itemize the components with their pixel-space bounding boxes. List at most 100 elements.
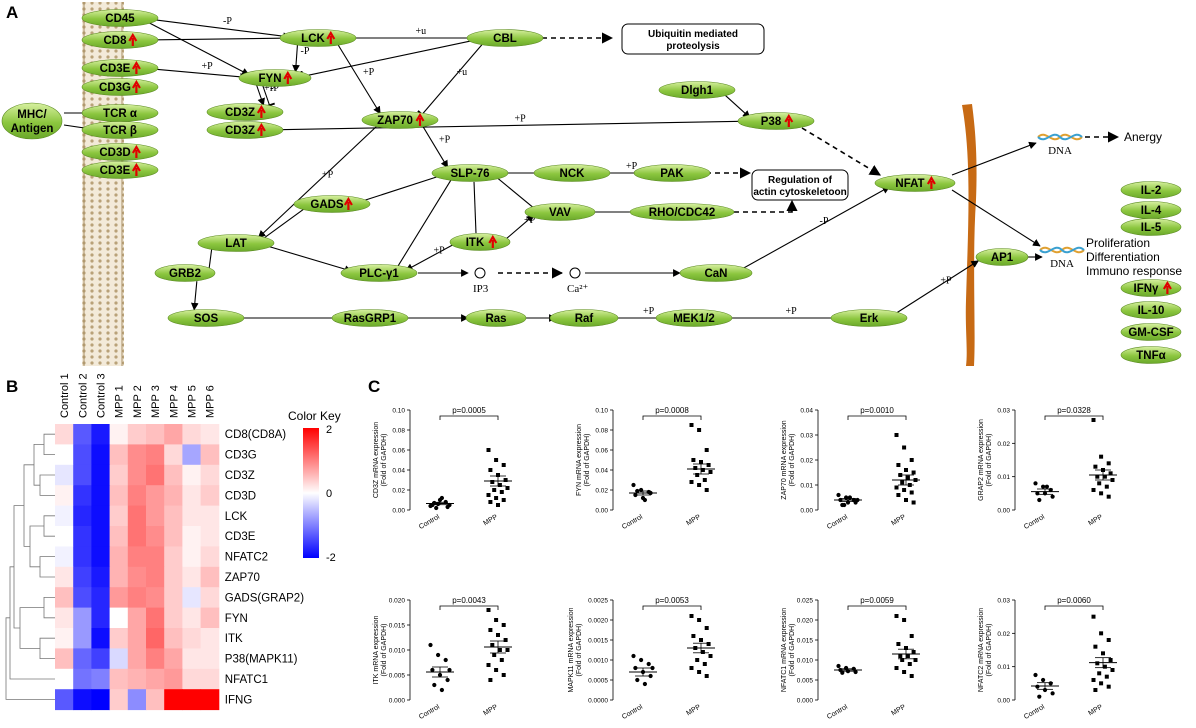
heatmap-cell [182, 689, 202, 711]
heatmap-col-label: MPP 4 [168, 385, 180, 418]
data-point [689, 480, 694, 484]
up-arrow-icon [131, 79, 141, 93]
data-point [631, 482, 636, 488]
node-label: CD3E [100, 165, 131, 177]
data-point [1041, 484, 1046, 489]
data-point [847, 495, 853, 500]
node-shape [466, 29, 544, 47]
significance-bracket [439, 605, 499, 610]
heatmap-cell [55, 546, 74, 568]
x-category-label: MPP [482, 704, 499, 718]
x-category-label: Control [621, 513, 644, 531]
data-point [1091, 614, 1096, 619]
node-shape [431, 164, 509, 182]
data-point [911, 470, 916, 475]
data-point [501, 463, 506, 467]
edge-fyn-cd3z1 [255, 84, 265, 106]
heatmap-cell [182, 566, 202, 588]
heatmap-cell [146, 628, 165, 649]
heatmap-cell [127, 689, 147, 711]
data-point [896, 463, 901, 467]
y-tick-label: 0.015 [797, 638, 814, 645]
x-category-label: MPP [482, 514, 499, 528]
edge-can-nfat [741, 186, 891, 270]
data-point [1106, 494, 1111, 499]
data-point [488, 628, 493, 632]
node-label: Erk [860, 313, 879, 325]
up-arrow-icon [131, 144, 141, 158]
y-axis-label: MAPK11 mRNA expression(Fold of GAPDH) [568, 607, 583, 692]
heatmap-cell [91, 485, 111, 507]
node-shape [1120, 301, 1182, 319]
node-zap70: ZAP70 [361, 111, 439, 129]
node-tnfa: TNFα [1120, 346, 1182, 364]
heatmap-col-label: MPP 1 [114, 385, 126, 418]
outcome-anergy: Anergy [1124, 130, 1162, 144]
data-point [445, 677, 450, 683]
p-value: p=0.0053 [655, 596, 689, 605]
heatmap-cell [164, 485, 183, 507]
node-label: CD3D [99, 147, 130, 159]
data-point [900, 658, 905, 662]
edge-cd3e1-fyn [147, 68, 248, 81]
up-arrow-icon [415, 112, 425, 126]
up-arrow-icon [343, 196, 353, 210]
data-point [488, 678, 493, 682]
data-point [486, 448, 491, 452]
edge-lat-plcg1 [263, 244, 353, 273]
node-shape [549, 309, 619, 327]
cell-membrane [82, 2, 124, 366]
svg-text:actin cytoskeletoon: actin cytoskeletoon [753, 187, 846, 198]
heatmap-col-label: Control 2 [77, 373, 89, 418]
node-shape [81, 78, 159, 96]
data-point [894, 666, 899, 670]
heatmap-row-label: NFATC2 [225, 552, 268, 564]
node-label: CD3G [99, 82, 131, 94]
node-erk: Erk [830, 309, 908, 327]
data-point [494, 618, 499, 622]
data-point [488, 500, 493, 504]
x-category-label: MPP [685, 704, 702, 718]
heatmap-cell [164, 526, 183, 547]
data-point [1104, 484, 1109, 489]
node-shape [449, 233, 511, 251]
node-pak: PAK [633, 164, 711, 182]
heatmap-cell [127, 424, 147, 445]
node-cd3z2: CD3Z [206, 121, 284, 139]
node-cbl: CBL [466, 29, 544, 47]
heatmap-row-label: NFATC1 [225, 674, 268, 686]
heatmap-cell [164, 444, 183, 466]
ip3-label: IP3 [473, 283, 489, 295]
edge-label: -P [820, 216, 829, 227]
heatmap-cell [182, 648, 202, 670]
edge-rho-actin [734, 199, 798, 213]
heatmap-cell [127, 464, 147, 486]
y-tick-label: 0.01 [997, 474, 1010, 481]
data-point [501, 623, 506, 627]
heatmap-cell [200, 689, 220, 711]
heatmap-cell [91, 424, 111, 445]
node-label: LCK [301, 33, 325, 45]
heatmap-row-label: CD3Z [225, 470, 255, 482]
data-point [699, 460, 703, 464]
edge-label: +P [940, 276, 952, 287]
data-point [695, 658, 700, 662]
data-point [496, 473, 500, 477]
heatmap-cell [91, 546, 111, 568]
data-point [699, 638, 703, 642]
data-point [447, 667, 452, 673]
heatmap-row-label: CD3D [225, 490, 256, 502]
heatmap-col-label: MPP 2 [132, 385, 144, 418]
heatmap-cell [73, 485, 92, 507]
heatmap-cell [164, 628, 183, 649]
heatmap-cell [146, 566, 165, 588]
node-cd8: CD8 [81, 31, 159, 49]
x-category-label: MPP [685, 514, 702, 528]
data-point [501, 498, 506, 502]
y-tick-label: 0.0010 [588, 658, 608, 665]
heatmap-cell [73, 566, 92, 588]
data-point [909, 458, 914, 462]
heatmap-cell [146, 648, 165, 670]
